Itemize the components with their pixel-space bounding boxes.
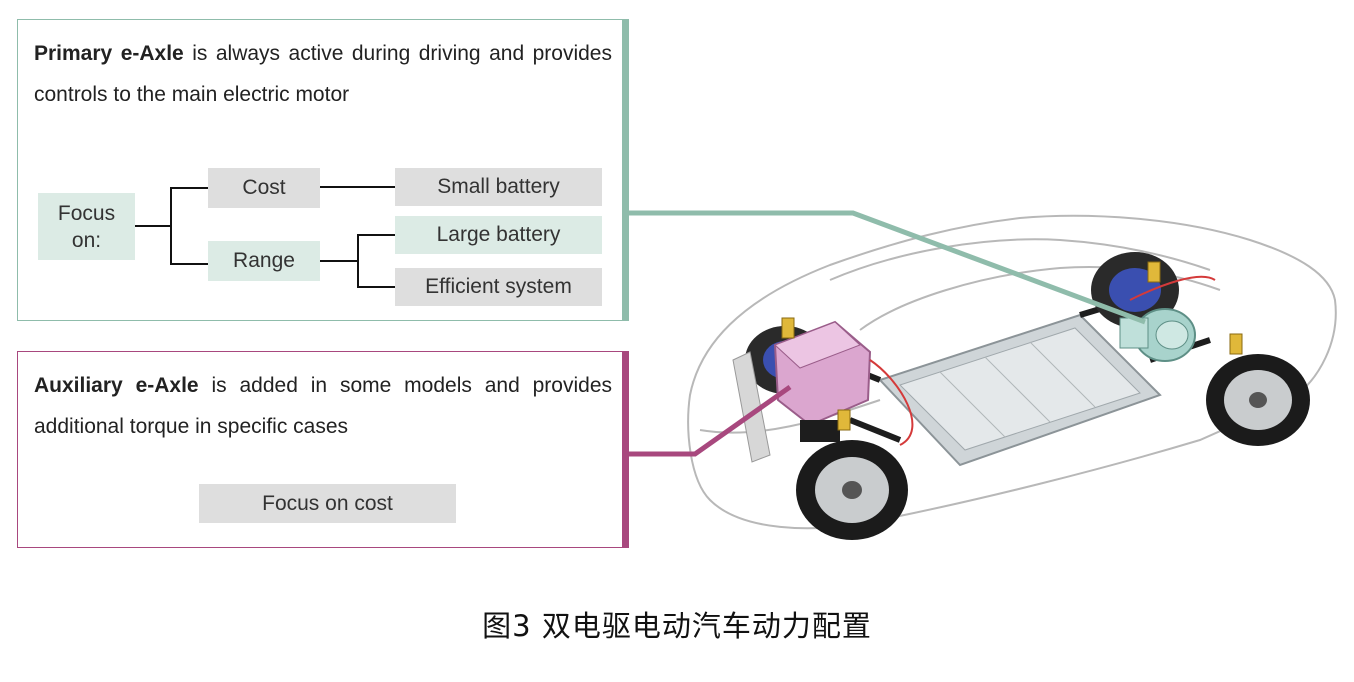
auxiliary-description-text: is added in some models and provides add… xyxy=(34,374,612,438)
tree-line-focus-vertical xyxy=(170,187,172,265)
cost-box: Cost xyxy=(208,168,320,208)
auxiliary-title: Auxiliary e-Axle xyxy=(34,374,199,397)
focus-label-box: Focus on: xyxy=(38,193,135,260)
efficient-system-label: Efficient system xyxy=(425,275,572,298)
focus-label: Focus on: xyxy=(57,201,116,252)
auxiliary-connector-line xyxy=(629,384,792,457)
primary-e-axle-motor xyxy=(1119,308,1196,362)
car-body xyxy=(687,214,1337,530)
auxiliary-e-axle-motor xyxy=(773,320,872,442)
range-box: Range xyxy=(208,241,320,281)
focus-on-cost-box: Focus on cost xyxy=(199,484,456,523)
figure-caption: 图3 双电驱电动汽车动力配置 xyxy=(482,609,872,643)
auxiliary-description: Auxiliary e-Axle is added in some models… xyxy=(34,365,612,447)
rear-right-wheel xyxy=(1206,354,1310,446)
hv-cable xyxy=(869,275,1216,446)
range-label: Range xyxy=(233,249,295,272)
tree-line-range-vertical xyxy=(357,234,359,288)
primary-description: Primary e-Axle is always active during d… xyxy=(34,33,612,115)
large-battery-label: Large battery xyxy=(436,223,561,246)
suspension-springs xyxy=(781,261,1243,431)
primary-connector-line xyxy=(629,210,1146,325)
large-battery-box: Large battery xyxy=(395,216,602,254)
primary-e-axle-panel: Primary e-Axle is always active during d… xyxy=(17,19,629,321)
tree-line-to-efficient-system xyxy=(357,286,395,288)
tree-line-to-large-battery xyxy=(357,234,395,236)
tree-line-to-cost xyxy=(170,187,208,189)
front-right-wheel xyxy=(796,440,908,540)
primary-title: Primary e-Axle xyxy=(34,42,184,65)
small-battery-label: Small battery xyxy=(437,175,560,198)
tree-line-to-range xyxy=(170,263,208,265)
efficient-system-box: Efficient system xyxy=(395,268,602,306)
tree-line-focus xyxy=(135,225,171,227)
auxiliary-e-axle-panel: Auxiliary e-Axle is added in some models… xyxy=(17,351,629,548)
radiator xyxy=(732,351,771,463)
focus-on-cost-label: Focus on cost xyxy=(262,491,393,515)
tree-line-cost-small-battery xyxy=(320,186,395,188)
battery-pack xyxy=(878,313,1162,467)
primary-description-text: is always active during driving and prov… xyxy=(34,42,612,106)
small-battery-box: Small battery xyxy=(395,168,602,206)
cost-label: Cost xyxy=(242,176,286,199)
tree-line-range xyxy=(320,260,358,262)
